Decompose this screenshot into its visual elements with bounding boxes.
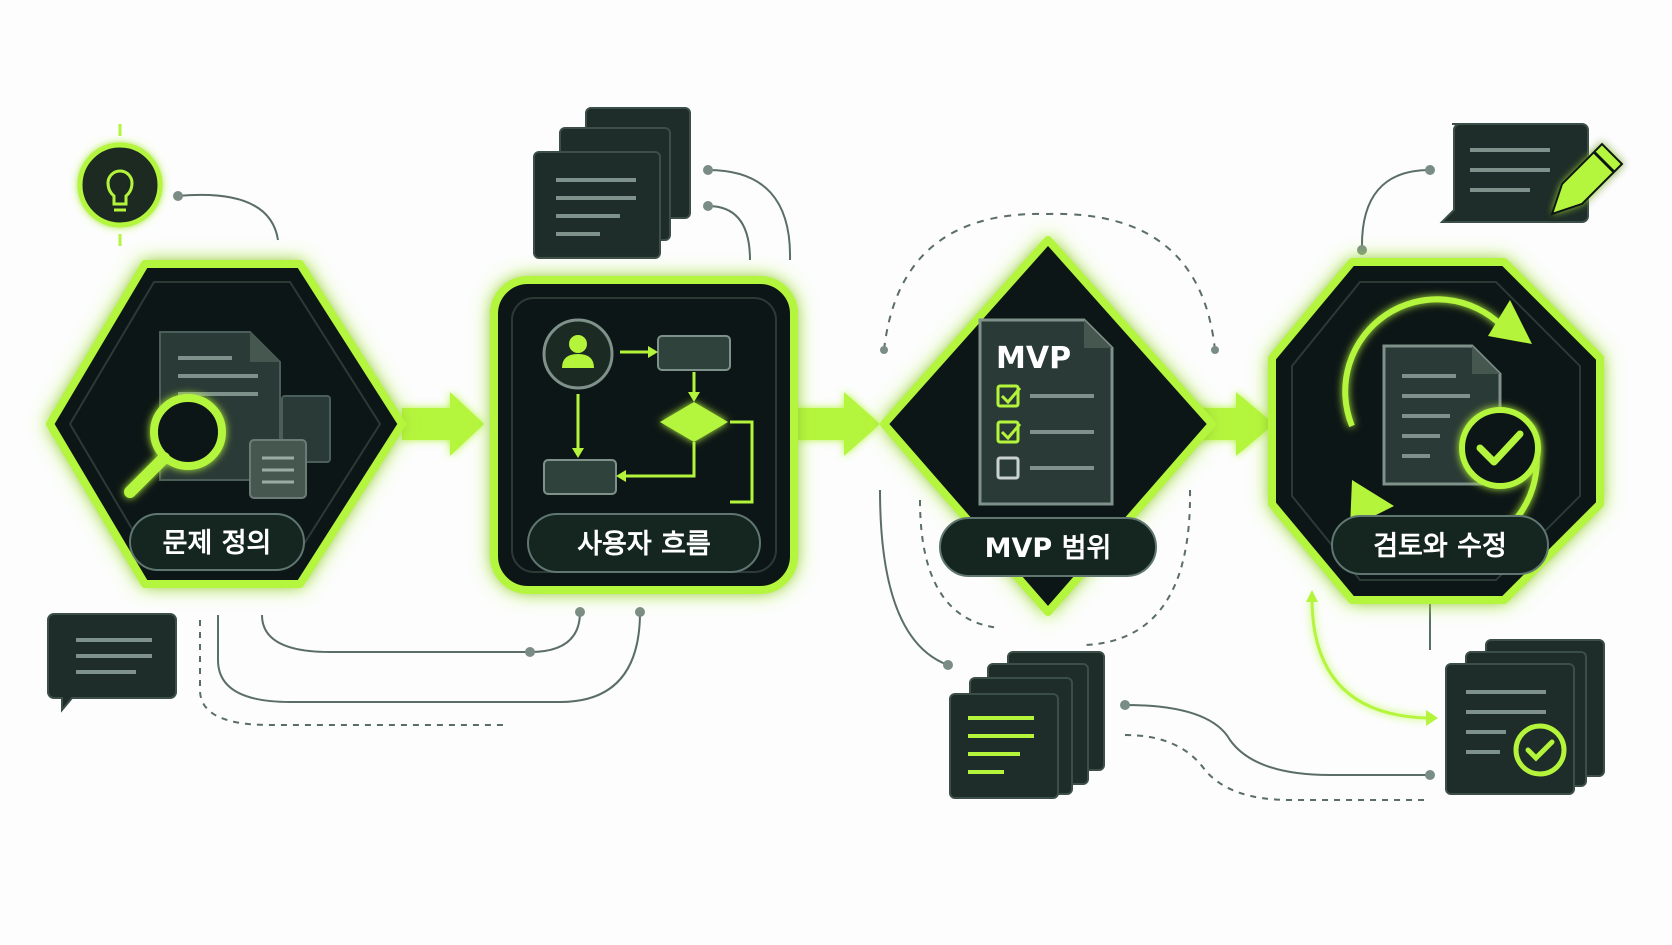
- arrow-step2-step3: [796, 392, 880, 456]
- step-2-label-pill: [527, 513, 761, 573]
- checklist-icon: MVP: [978, 318, 1114, 506]
- user-flow-icon: [542, 318, 754, 504]
- flow-arrows: [402, 392, 1274, 456]
- step-4-label: 검토와 수정: [1373, 531, 1507, 562]
- connector-docs-bottom-right: [1124, 704, 1430, 776]
- connector-docs-dashed-right: [1124, 734, 1430, 801]
- document-stack-approved: [1445, 639, 1605, 795]
- connector-bulb-hex: [177, 194, 279, 241]
- connector-hex-box-bottom: [261, 611, 581, 653]
- connector-docs-box: [707, 169, 792, 261]
- connector-diamond-arc-top: [883, 212, 1216, 351]
- connector-hex-box-bottom-2: [217, 611, 641, 703]
- step-4-octagon: 검토와 수정: [1268, 258, 1604, 604]
- mvp-doc-title: MVP: [996, 341, 1071, 376]
- step-3-diamond: MVP MVP 범위: [880, 236, 1216, 616]
- connector-lines: [177, 169, 1431, 801]
- speech-bubble-left: [47, 613, 177, 713]
- speech-bubble-right: [1439, 123, 1589, 223]
- feedback-arrow: [1306, 590, 1438, 726]
- connector-diamond-bottom-left: [879, 489, 949, 666]
- document-stack-top: [533, 107, 691, 259]
- connector-dots: [173, 165, 1435, 780]
- connector-dashed-bottom: [199, 620, 505, 726]
- step-4-label-pill: [1331, 515, 1549, 575]
- step-1-hexagon: 문제 정의: [46, 260, 406, 588]
- step-1-label: 문제 정의: [163, 528, 272, 559]
- document-stack-bottom: [949, 651, 1105, 799]
- check-circle-icon: [1459, 407, 1541, 489]
- user-icon: [562, 335, 594, 368]
- pencil-icon: [1550, 142, 1624, 216]
- arrow-step1-step2: [402, 392, 484, 456]
- connector-diamond-dashed-left: [919, 499, 1001, 629]
- connector-docs-box-2: [707, 205, 751, 261]
- refresh-arrow-head-top: [1488, 300, 1532, 344]
- step-2-label: 사용자 흐름: [577, 529, 711, 560]
- step-1-label-pill: [129, 513, 305, 571]
- step-3-label: MVP 범위: [985, 533, 1112, 564]
- magnifier-icon: [124, 394, 226, 498]
- arrow-step3-step4: [1180, 392, 1274, 456]
- check-circle-icon-small: [1513, 723, 1567, 777]
- step-2-box: 사용자 흐름: [490, 276, 798, 594]
- lightbulb-icon: [77, 124, 163, 246]
- step-3-label-pill: [939, 517, 1157, 577]
- connector-octagon-top: [1360, 169, 1431, 251]
